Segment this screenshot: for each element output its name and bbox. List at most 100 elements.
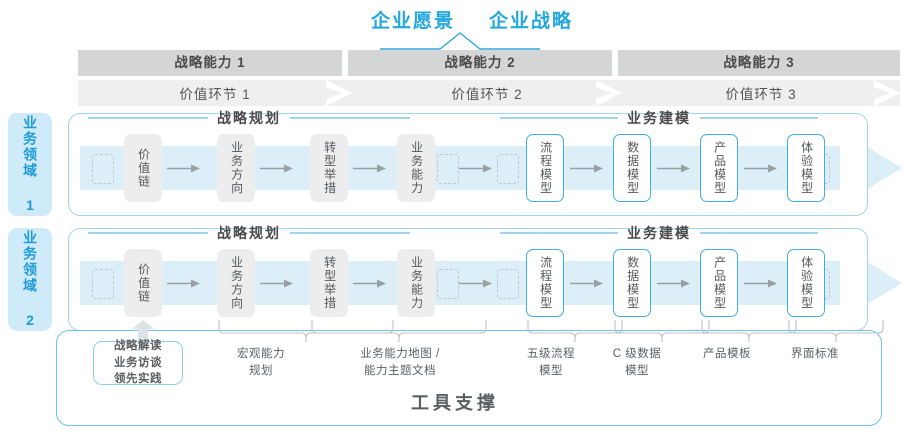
domain-tab-1[interactable]: 业务领域 1 (8, 113, 52, 216)
node-experience-model[interactable]: 体验模型 (787, 134, 825, 202)
node-label: 体验模型 (799, 141, 814, 195)
node-data-model[interactable]: 数据模型 (613, 134, 651, 202)
rule-right (700, 117, 818, 119)
capability-label-2: 战略能力 2 (444, 55, 516, 70)
node-product-model[interactable]: 产品模型 (700, 249, 738, 317)
domain-tab-2[interactable]: 业务领域 2 (8, 228, 52, 331)
rule-left (88, 232, 208, 234)
node-label: 体验模型 (799, 256, 814, 310)
tool-support-container (56, 330, 882, 426)
bracket-connector (527, 320, 623, 342)
bracket-connector (701, 320, 797, 342)
tool-label-macro-capability: 宏观能力 规划 (237, 348, 285, 377)
node-experience-model[interactable]: 体验模型 (787, 249, 825, 317)
tool-label-data-model: C 级数据 模型 (612, 348, 662, 377)
flow-arrow-icon (353, 164, 386, 173)
bracket-connector (788, 320, 884, 342)
node-label: 业务方向 (229, 141, 244, 195)
node-label: 业务方向 (229, 256, 244, 310)
node-business-capability[interactable]: 业务能力 (397, 249, 435, 317)
capability-band-3: 战略能力 3 (618, 50, 900, 76)
group-heading-planning-2: 战略规划 (88, 224, 410, 242)
placeholder-box (497, 269, 519, 299)
domain-label-1: 业务领域 1 (22, 114, 39, 215)
rule-right (290, 117, 410, 119)
placeholder-box (437, 269, 459, 299)
node-label: 产品模型 (712, 141, 727, 195)
flow-arrow-icon (570, 164, 603, 173)
rule-right (290, 232, 410, 234)
node-process-model[interactable]: 流程模型 (526, 134, 564, 202)
node-transformation-measures[interactable]: 转型举措 (310, 249, 348, 317)
flow-arrow-icon (260, 279, 293, 288)
tool-label-ui-standard: 界面标准 (791, 348, 839, 360)
node-label: 转型举措 (322, 256, 337, 310)
node-business-capability[interactable]: 业务能力 (397, 134, 435, 202)
vision-strategy-connector (380, 32, 540, 50)
flow-arrow-icon (459, 279, 492, 288)
value-chain-band: 价值环节 1 价值环节 2 价值环节 3 (78, 80, 900, 106)
placeholder-box (92, 154, 114, 184)
value-chain-segment-3: 价值环节 3 (622, 80, 900, 106)
placeholder-box (497, 154, 519, 184)
value-chain-label-1: 价值环节 1 (179, 87, 251, 102)
node-transformation-measures[interactable]: 转型举措 (310, 134, 348, 202)
flow-arrow-icon (459, 164, 492, 173)
node-label: 转型举措 (322, 141, 337, 195)
flow-arrow-icon (167, 164, 200, 173)
capability-label-1: 战略能力 1 (174, 55, 246, 70)
node-product-model[interactable]: 产品模型 (700, 134, 738, 202)
node-business-direction[interactable]: 业务方向 (217, 249, 255, 317)
tool-chip-strategy[interactable]: 战略解读 业务访谈 领先实践 (93, 340, 183, 385)
node-label: 产品模型 (712, 256, 727, 310)
strategy-title: 企业战略 (489, 11, 574, 32)
value-chain-segment-1: 价值环节 1 (78, 80, 352, 106)
domain-label-2: 业务领域 2 (22, 229, 39, 330)
placeholder-box (92, 269, 114, 299)
vision-title: 企业愿景 (371, 11, 456, 32)
bracket-connector (311, 320, 487, 342)
value-chain-segment-2: 价值环节 2 (352, 80, 622, 106)
tool-label-capability-map: 业务能力地图 / 能力主题文档 (360, 348, 440, 377)
group-title-modeling-1: 业务建模 (627, 110, 691, 126)
rule-left (500, 117, 618, 119)
value-chain-label-2: 价值环节 2 (451, 87, 523, 102)
capability-band-1: 战略能力 1 (78, 50, 342, 76)
group-heading-modeling-2: 业务建模 (500, 224, 818, 242)
rule-left (88, 117, 208, 119)
group-heading-planning-1: 战略规划 (88, 109, 410, 127)
tool-label-process-model: 五级流程 模型 (527, 348, 575, 377)
node-label: 价值链 (136, 147, 151, 189)
bracket-connector (614, 320, 710, 342)
flow-arrow-icon (260, 164, 293, 173)
node-label: 业务能力 (409, 256, 424, 310)
tool-label-product-template: 产品模板 (703, 348, 751, 360)
group-title-modeling-2: 业务建模 (627, 225, 691, 241)
group-title-planning-1: 战略规划 (217, 110, 281, 126)
group-heading-modeling-1: 业务建模 (500, 109, 818, 127)
placeholder-box (437, 154, 459, 184)
node-process-model[interactable]: 流程模型 (526, 249, 564, 317)
flow-arrow-icon (570, 279, 603, 288)
node-label: 业务能力 (409, 141, 424, 195)
node-label: 数据模型 (625, 256, 640, 310)
group-title-planning-2: 战略规划 (217, 225, 281, 241)
capability-band-2: 战略能力 2 (348, 50, 612, 76)
node-label: 数据模型 (625, 141, 640, 195)
capability-label-3: 战略能力 3 (723, 55, 795, 70)
flow-arrow-icon (353, 279, 386, 288)
node-label: 流程模型 (538, 141, 553, 195)
flow-arrow-icon (657, 279, 690, 288)
flow-arrow-icon (744, 279, 777, 288)
node-label: 价值链 (136, 262, 151, 304)
node-data-model[interactable]: 数据模型 (613, 249, 651, 317)
tool-support-title: 工具支撑 (411, 393, 499, 413)
node-business-direction[interactable]: 业务方向 (217, 134, 255, 202)
rule-right (700, 232, 818, 234)
node-label: 流程模型 (538, 256, 553, 310)
rule-left (500, 232, 618, 234)
node-value-chain[interactable]: 价值链 (124, 134, 162, 202)
flow-arrow-icon (657, 164, 690, 173)
node-value-chain[interactable]: 价值链 (124, 249, 162, 317)
